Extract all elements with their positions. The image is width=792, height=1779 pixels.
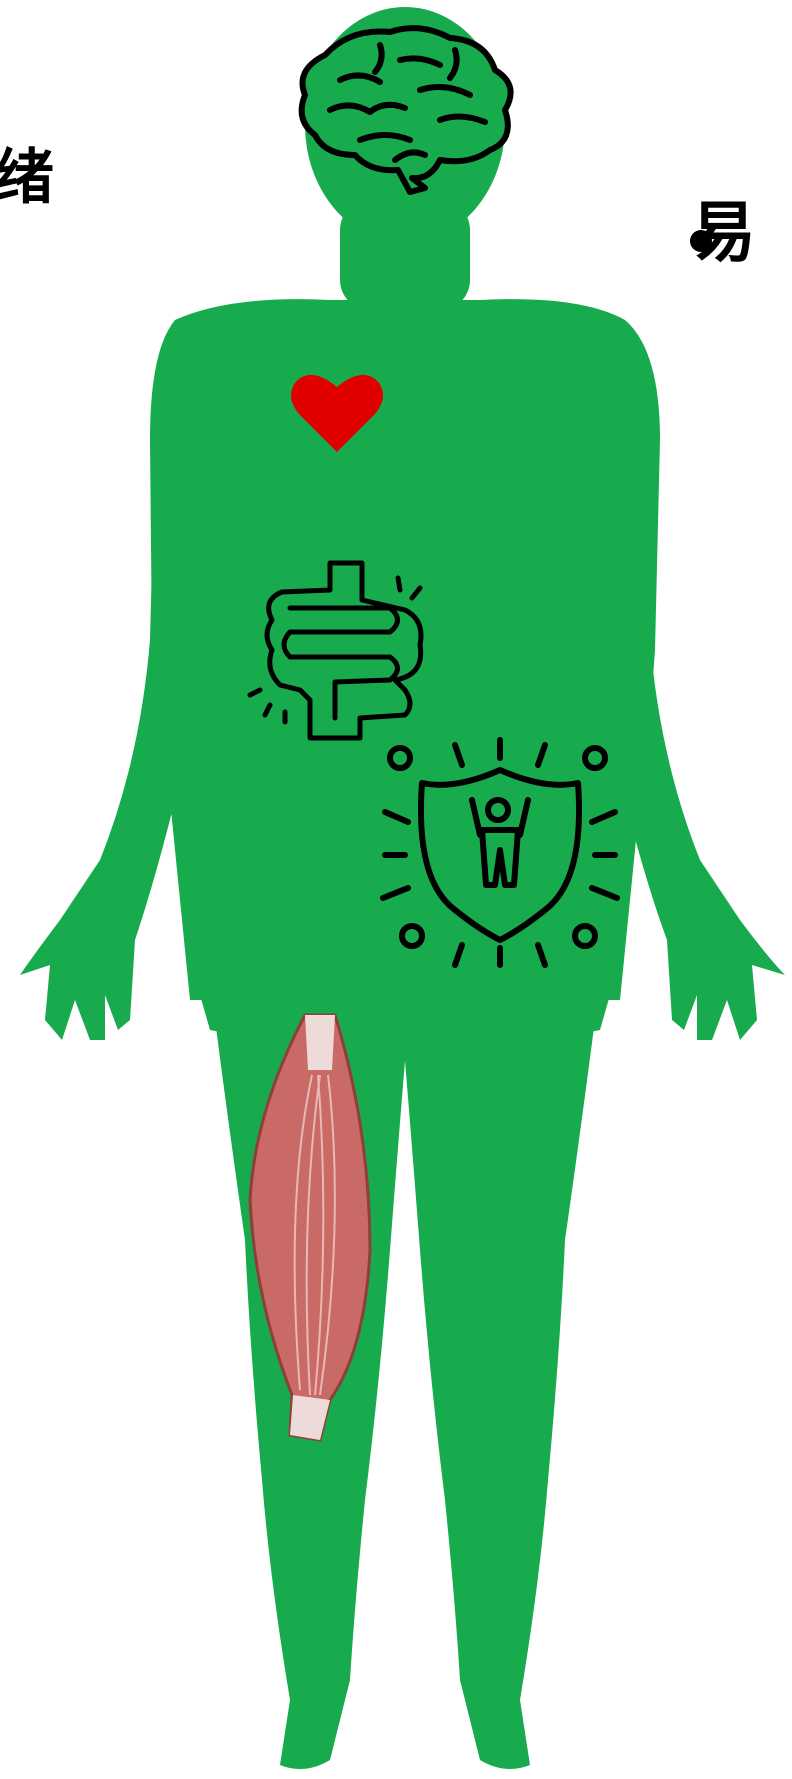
right-partial-label: 易 bbox=[690, 200, 756, 266]
left-partial-label: 绪 bbox=[0, 148, 54, 208]
